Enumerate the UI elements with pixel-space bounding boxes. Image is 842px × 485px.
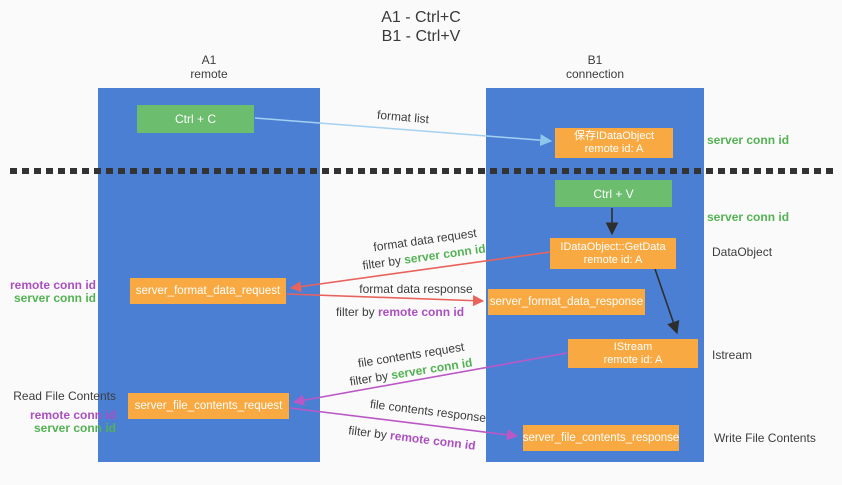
lane-a1-id: A1 xyxy=(201,53,217,67)
format-list-label: format list xyxy=(376,107,430,127)
save-idataobject-line1: 保存IDataObject xyxy=(573,130,655,142)
lane-header-a1: A1 remote xyxy=(98,53,320,81)
server-conn-id-top-label: server conn id xyxy=(707,133,790,147)
lane-a1-subtitle: remote xyxy=(190,67,228,81)
server-format-data-response-node: server_format_data_response xyxy=(488,289,645,315)
title-line-1: A1 - Ctrl+C xyxy=(381,9,461,26)
istream-node: IStream remote id: A xyxy=(568,339,698,368)
ctrl-v-node: Ctrl + V xyxy=(555,180,672,207)
file-remote-conn-id-label: remote conn id xyxy=(29,408,116,422)
filter-by-remote-conn-id: remote conn id xyxy=(378,305,465,319)
getdata-line2: remote id: A xyxy=(583,253,643,266)
filter-by-prefix: filter by xyxy=(347,423,388,442)
ctrl-c-label: Ctrl + C xyxy=(174,112,216,126)
server-file-contents-request-node: server_file_contents_request xyxy=(128,393,289,419)
title-line-2: B1 - Ctrl+V xyxy=(381,28,461,45)
istream-line2: remote id: A xyxy=(603,353,663,366)
format-data-response-label: format data response xyxy=(359,282,473,296)
format-conn-id-block: remote conn id server conn id xyxy=(0,279,96,305)
dataobject-label: DataObject xyxy=(712,245,773,259)
read-file-contents-label: Read File Contents xyxy=(13,389,116,403)
file-contents-response-filter-label: filter by remote conn id xyxy=(348,423,477,453)
file-server-conn-id-label: server conn id xyxy=(33,421,116,435)
filter-by-prefix: filter by xyxy=(348,368,390,389)
filter-by-prefix: filter by xyxy=(361,253,402,273)
lane-header-b1: B1 connection xyxy=(486,53,704,81)
format-server-conn-id-label: server conn id xyxy=(13,291,96,305)
server-file-contents-response-node: server_file_contents_response xyxy=(523,425,679,451)
format-remote-conn-id-label: remote conn id xyxy=(9,278,96,292)
ctrl-c-node: Ctrl + C xyxy=(137,105,254,133)
lane-b1-id: B1 xyxy=(587,53,603,67)
write-file-contents-label: Write File Contents xyxy=(714,431,816,445)
server-file-contents-request-label: server_file_contents_request xyxy=(134,400,283,412)
server-format-data-response-label: server_format_data_response xyxy=(489,296,644,308)
istream-line1: IStream xyxy=(613,340,653,353)
server-format-data-request-node: server_format_data_request xyxy=(130,278,286,304)
filter-by-prefix: filter by xyxy=(335,305,375,319)
istream-side-label: Istream xyxy=(712,348,753,362)
server-format-data-request-label: server_format_data_request xyxy=(135,285,281,297)
save-idataobject-node: 保存IDataObject remote id: A xyxy=(555,128,673,158)
filter-by-remote-conn-id: remote conn id xyxy=(389,428,477,453)
file-contents-response-label: file contents response xyxy=(369,396,487,426)
server-file-contents-response-label: server_file_contents_response xyxy=(522,432,680,444)
lane-b1-subtitle: connection xyxy=(565,67,625,81)
diagram-title: A1 - Ctrl+C B1 - Ctrl+V xyxy=(0,8,842,46)
ctrl-v-label: Ctrl + V xyxy=(593,186,634,201)
save-idataobject-line2: remote id: A xyxy=(584,143,644,155)
getdata-node: IDataObject::GetData remote id: A xyxy=(550,238,676,269)
getdata-line1: IDataObject::GetData xyxy=(560,240,666,253)
server-conn-id-mid-label: server conn id xyxy=(707,210,790,224)
read-file-block: Read File Contents remote conn id server… xyxy=(0,390,116,435)
format-data-response-filter-label: filter by remote conn id xyxy=(336,305,464,319)
